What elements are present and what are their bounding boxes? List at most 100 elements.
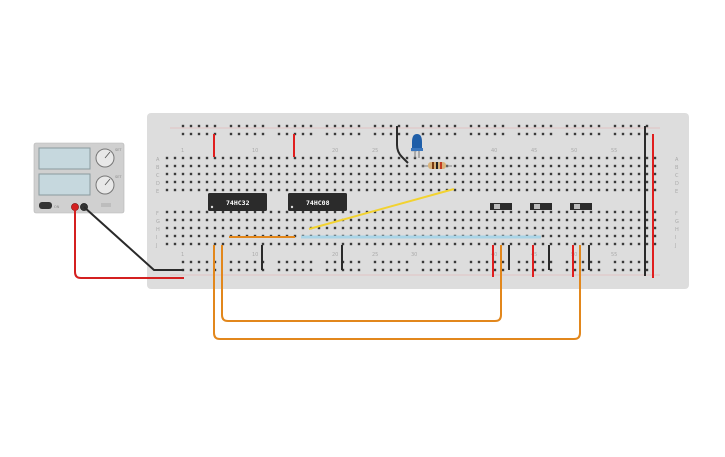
breadboard-hole[interactable] [645, 124, 649, 128]
breadboard-hole[interactable] [605, 180, 609, 184]
breadboard-hole[interactable] [429, 226, 433, 230]
breadboard-hole[interactable] [589, 180, 593, 184]
breadboard-hole[interactable] [381, 218, 385, 222]
breadboard-hole[interactable] [397, 180, 401, 184]
breadboard-hole[interactable] [493, 164, 497, 168]
breadboard-hole[interactable] [389, 164, 393, 168]
breadboard-hole[interactable] [421, 172, 425, 176]
breadboard-hole[interactable] [245, 180, 249, 184]
breadboard-hole[interactable] [333, 172, 337, 176]
breadboard-hole[interactable] [205, 172, 209, 176]
breadboard-hole[interactable] [413, 172, 417, 176]
breadboard-hole[interactable] [245, 156, 249, 160]
breadboard-hole[interactable] [349, 124, 353, 128]
breadboard-hole[interactable] [493, 268, 497, 272]
breadboard-hole[interactable] [461, 226, 465, 230]
breadboard-hole[interactable] [197, 180, 201, 184]
breadboard-hole[interactable] [525, 180, 529, 184]
breadboard-hole[interactable] [245, 218, 249, 222]
breadboard-hole[interactable] [285, 226, 289, 230]
breadboard-hole[interactable] [381, 156, 385, 160]
breadboard-hole[interactable] [269, 210, 273, 214]
breadboard-hole[interactable] [597, 124, 601, 128]
breadboard-hole[interactable] [533, 132, 537, 136]
breadboard-hole[interactable] [349, 210, 353, 214]
breadboard-hole[interactable] [381, 242, 385, 246]
breadboard-hole[interactable] [389, 268, 393, 272]
switch-1[interactable] [490, 203, 512, 210]
breadboard-hole[interactable] [189, 164, 193, 168]
breadboard-hole[interactable] [213, 124, 217, 128]
breadboard-hole[interactable] [357, 210, 361, 214]
breadboard-hole[interactable] [325, 210, 329, 214]
breadboard-hole[interactable] [173, 210, 177, 214]
breadboard-hole[interactable] [621, 234, 625, 238]
breadboard-hole[interactable] [365, 164, 369, 168]
breadboard-hole[interactable] [365, 180, 369, 184]
breadboard-hole[interactable] [189, 234, 193, 238]
breadboard-hole[interactable] [477, 124, 481, 128]
breadboard-hole[interactable] [637, 260, 641, 264]
breadboard-hole[interactable] [421, 268, 425, 272]
breadboard-hole[interactable] [549, 210, 553, 214]
breadboard-hole[interactable] [445, 260, 449, 264]
breadboard-hole[interactable] [189, 242, 193, 246]
breadboard-hole[interactable] [565, 124, 569, 128]
breadboard-hole[interactable] [541, 268, 545, 272]
breadboard-hole[interactable] [437, 210, 441, 214]
breadboard-hole[interactable] [565, 234, 569, 238]
breadboard-hole[interactable] [653, 172, 657, 176]
breadboard-hole[interactable] [549, 180, 553, 184]
breadboard-hole[interactable] [597, 156, 601, 160]
breadboard-hole[interactable] [645, 210, 649, 214]
breadboard-hole[interactable] [165, 242, 169, 246]
breadboard-hole[interactable] [645, 180, 649, 184]
breadboard-hole[interactable] [517, 218, 521, 222]
breadboard-hole[interactable] [493, 124, 497, 128]
breadboard-hole[interactable] [565, 260, 569, 264]
wire-black-power[interactable] [83, 206, 184, 271]
breadboard-hole[interactable] [253, 156, 257, 160]
breadboard-hole[interactable] [269, 188, 273, 192]
breadboard-hole[interactable] [285, 242, 289, 246]
breadboard-hole[interactable] [269, 218, 273, 222]
breadboard-hole[interactable] [573, 268, 577, 272]
breadboard-hole[interactable] [621, 172, 625, 176]
breadboard-hole[interactable] [581, 242, 585, 246]
breadboard-hole[interactable] [589, 132, 593, 136]
breadboard-hole[interactable] [285, 124, 289, 128]
breadboard-hole[interactable] [653, 210, 657, 214]
breadboard-hole[interactable] [205, 210, 209, 214]
breadboard-hole[interactable] [565, 210, 569, 214]
breadboard-hole[interactable] [637, 172, 641, 176]
breadboard-hole[interactable] [189, 132, 193, 136]
power-supply[interactable]: SET SET ON [33, 142, 125, 214]
breadboard-hole[interactable] [349, 132, 353, 136]
breadboard-hole[interactable] [349, 218, 353, 222]
breadboard-hole[interactable] [629, 164, 633, 168]
breadboard-hole[interactable] [405, 180, 409, 184]
breadboard-hole[interactable] [429, 260, 433, 264]
breadboard-hole[interactable] [477, 242, 481, 246]
breadboard-hole[interactable] [205, 180, 209, 184]
breadboard-hole[interactable] [453, 180, 457, 184]
breadboard-hole[interactable] [181, 172, 185, 176]
breadboard-hole[interactable] [309, 124, 313, 128]
breadboard-hole[interactable] [501, 124, 505, 128]
breadboard-hole[interactable] [333, 268, 337, 272]
breadboard-hole[interactable] [645, 268, 649, 272]
breadboard-hole[interactable] [301, 218, 305, 222]
breadboard-hole[interactable] [197, 132, 201, 136]
breadboard-hole[interactable] [277, 218, 281, 222]
breadboard-hole[interactable] [517, 156, 521, 160]
breadboard-hole[interactable] [245, 260, 249, 264]
breadboard-hole[interactable] [629, 210, 633, 214]
breadboard-hole[interactable] [469, 164, 473, 168]
breadboard-hole[interactable] [357, 260, 361, 264]
breadboard-hole[interactable] [509, 226, 513, 230]
breadboard-hole[interactable] [389, 218, 393, 222]
breadboard-hole[interactable] [301, 164, 305, 168]
breadboard-hole[interactable] [405, 132, 409, 136]
breadboard-hole[interactable] [485, 124, 489, 128]
breadboard-hole[interactable] [253, 210, 257, 214]
